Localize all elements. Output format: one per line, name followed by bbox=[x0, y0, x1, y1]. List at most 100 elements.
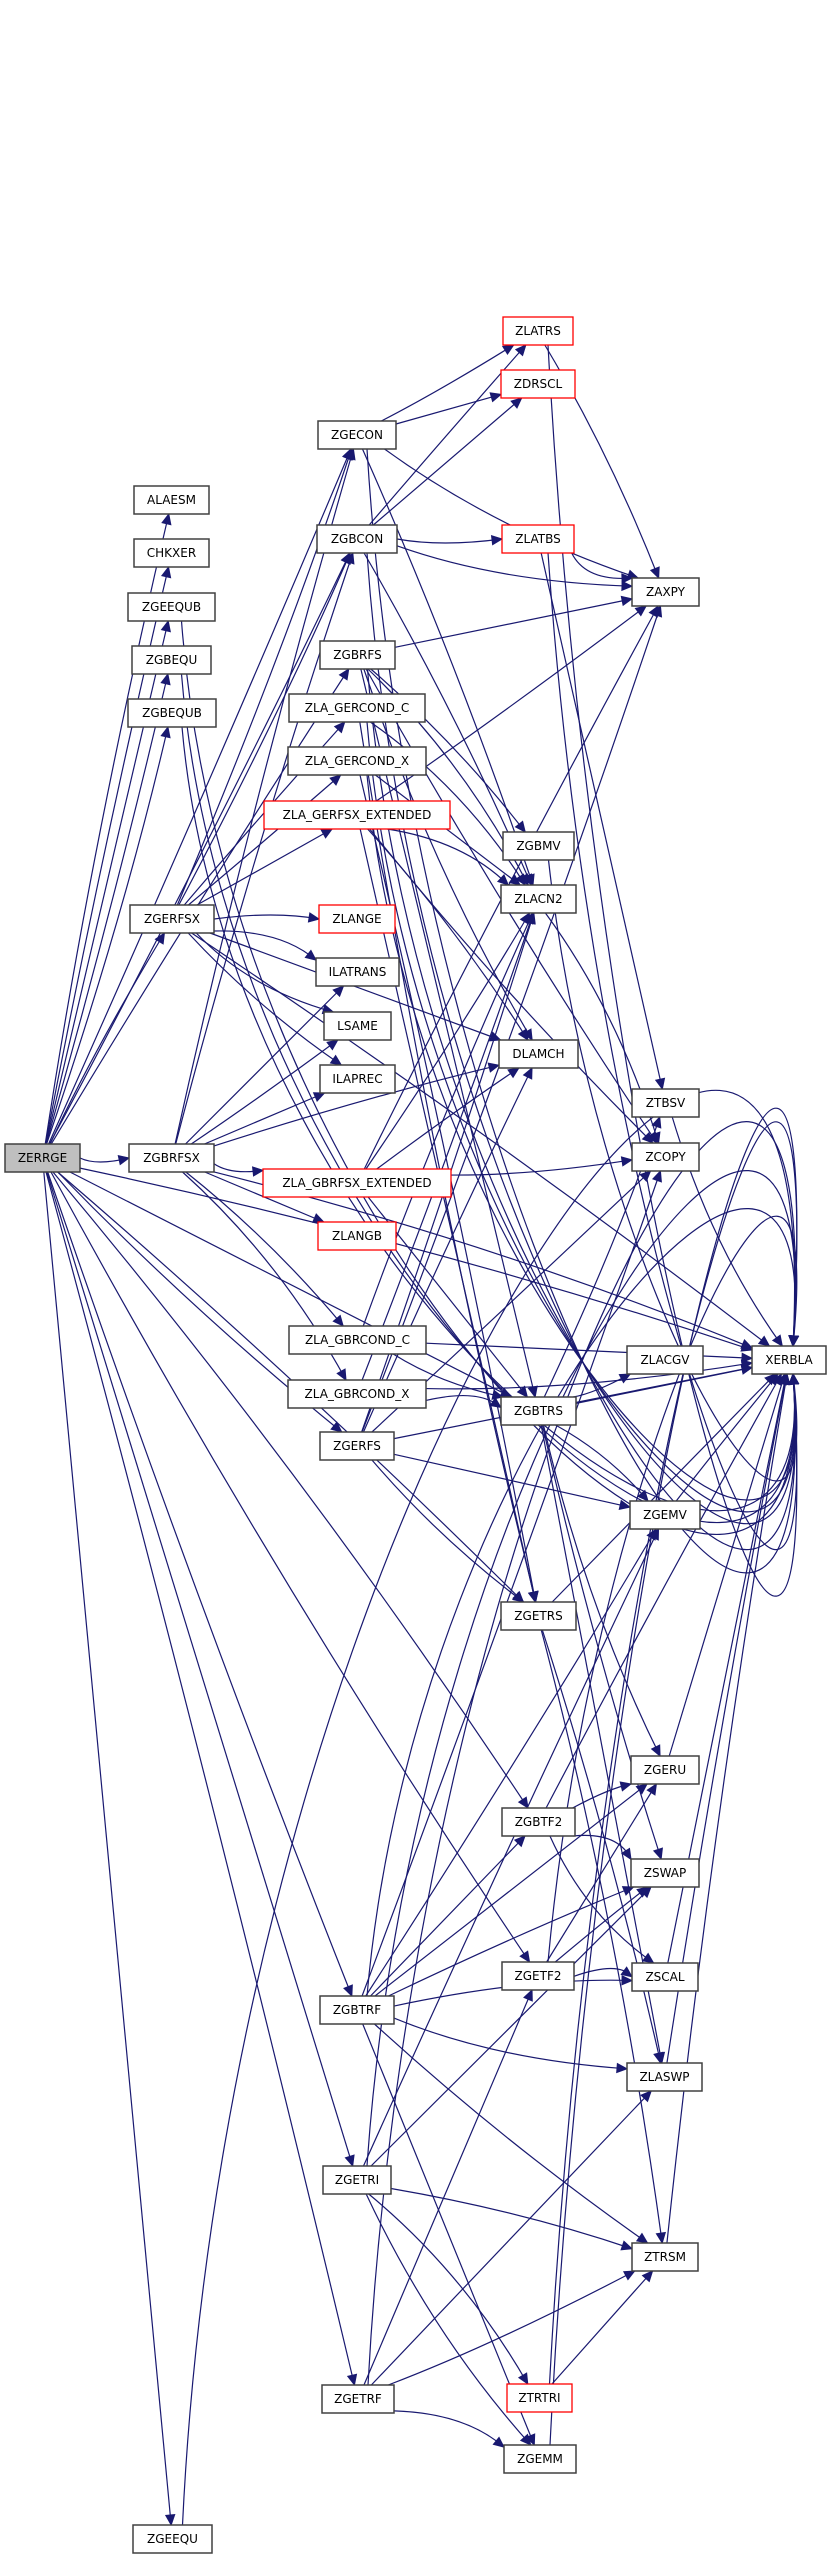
node-zgemv[interactable]: ZGEMV bbox=[629, 1500, 701, 1530]
node-box[interactable] bbox=[133, 485, 210, 515]
node-box[interactable] bbox=[631, 1088, 700, 1118]
node-zswap[interactable]: ZSWAP bbox=[630, 1858, 700, 1888]
node-zgemm[interactable]: ZGEMM bbox=[503, 2444, 577, 2474]
node-box[interactable] bbox=[626, 1345, 704, 1375]
node-zla-gbrcond-c[interactable]: ZLA_GBRCOND_C bbox=[288, 1325, 427, 1355]
node-box[interactable] bbox=[287, 746, 427, 776]
node-zgeru[interactable]: ZGERU bbox=[630, 1755, 700, 1785]
node-zgecon[interactable]: ZGECON bbox=[317, 420, 397, 450]
node-zgeequ[interactable]: ZGEEQU bbox=[132, 2524, 213, 2554]
node-zlange[interactable]: ZLANGE bbox=[318, 904, 396, 934]
node-box[interactable] bbox=[751, 1345, 827, 1375]
node-box[interactable] bbox=[626, 2062, 703, 2092]
node-box[interactable] bbox=[503, 2444, 577, 2474]
node-zgbrfsx[interactable]: ZGBRFSX bbox=[128, 1143, 215, 1173]
node-zgetrs[interactable]: ZGETRS bbox=[500, 1601, 577, 1631]
node-ilaprec[interactable]: ILAPREC bbox=[319, 1064, 396, 1094]
node-box[interactable] bbox=[133, 538, 210, 568]
node-box[interactable] bbox=[128, 1143, 215, 1173]
node-zcopy[interactable]: ZCOPY bbox=[631, 1142, 700, 1172]
node-box[interactable] bbox=[323, 1011, 392, 1041]
node-box[interactable] bbox=[506, 2383, 573, 2413]
node-box[interactable] bbox=[131, 645, 212, 675]
node-xerbla[interactable]: XERBLA bbox=[751, 1345, 827, 1375]
node-zscal[interactable]: ZSCAL bbox=[631, 1962, 699, 1992]
node-zaxpy[interactable]: ZAXPY bbox=[631, 577, 700, 607]
node-box[interactable] bbox=[630, 1858, 700, 1888]
node-box[interactable] bbox=[500, 1396, 577, 1426]
node-box[interactable] bbox=[500, 884, 577, 914]
node-zlacgv[interactable]: ZLACGV bbox=[626, 1345, 704, 1375]
node-zgeequb[interactable]: ZGEEQUB bbox=[127, 592, 216, 622]
node-box[interactable] bbox=[631, 2242, 699, 2272]
node-box[interactable] bbox=[502, 831, 575, 861]
node-zlangb[interactable]: ZLANGB bbox=[317, 1221, 397, 1251]
node-zla-gbrfsx-extended[interactable]: ZLA_GBRFSX_EXTENDED bbox=[262, 1168, 452, 1198]
node-zgbcon[interactable]: ZGBCON bbox=[316, 524, 398, 554]
node-box[interactable] bbox=[500, 369, 576, 399]
node-box[interactable] bbox=[132, 2524, 213, 2554]
node-zla-gercond-x[interactable]: ZLA_GERCOND_X bbox=[287, 746, 427, 776]
node-box[interactable] bbox=[631, 577, 700, 607]
node-zgerfsx[interactable]: ZGERFSX bbox=[129, 904, 215, 934]
node-zdrscl[interactable]: ZDRSCL bbox=[500, 369, 576, 399]
node-zgetrf[interactable]: ZGETRF bbox=[321, 2384, 395, 2414]
node-alaesm[interactable]: ALAESM bbox=[133, 485, 210, 515]
node-box[interactable] bbox=[501, 1961, 575, 1991]
node-zgbequ[interactable]: ZGBEQU bbox=[131, 645, 212, 675]
node-ztrsm[interactable]: ZTRSM bbox=[631, 2242, 699, 2272]
node-zla-gbrcond-x[interactable]: ZLA_GBRCOND_X bbox=[287, 1379, 427, 1409]
node-zgbtrf[interactable]: ZGBTRF bbox=[319, 1995, 395, 2025]
node-zlatbs[interactable]: ZLATBS bbox=[501, 524, 575, 554]
node-ilatrans[interactable]: ILATRANS bbox=[315, 957, 400, 987]
node-box[interactable] bbox=[127, 592, 216, 622]
node-box[interactable] bbox=[317, 1221, 397, 1251]
node-zgbequb[interactable]: ZGBEQUB bbox=[127, 698, 217, 728]
arrowhead-icon bbox=[620, 1966, 633, 1978]
node-box[interactable] bbox=[287, 1379, 427, 1409]
node-box[interactable] bbox=[319, 1064, 396, 1094]
node-box[interactable] bbox=[317, 420, 397, 450]
node-box[interactable] bbox=[498, 1039, 579, 1069]
node-box[interactable] bbox=[501, 1807, 576, 1837]
node-zlacn2[interactable]: ZLACN2 bbox=[500, 884, 577, 914]
node-chkxer[interactable]: CHKXER bbox=[133, 538, 210, 568]
node-box[interactable] bbox=[629, 1500, 701, 1530]
node-box[interactable] bbox=[316, 524, 398, 554]
node-box[interactable] bbox=[263, 800, 451, 830]
node-box[interactable] bbox=[319, 1431, 395, 1461]
node-box[interactable] bbox=[502, 316, 574, 346]
node-ztbsv[interactable]: ZTBSV bbox=[631, 1088, 700, 1118]
node-zlaswp[interactable]: ZLASWP bbox=[626, 2062, 703, 2092]
node-zgbrfs[interactable]: ZGBRFS bbox=[319, 640, 396, 670]
node-box[interactable] bbox=[288, 693, 426, 723]
node-zla-gercond-c[interactable]: ZLA_GERCOND_C bbox=[288, 693, 426, 723]
node-box[interactable] bbox=[127, 698, 217, 728]
node-zgetf2[interactable]: ZGETF2 bbox=[501, 1961, 575, 1991]
node-zgetri[interactable]: ZGETRI bbox=[322, 2165, 392, 2195]
node-box[interactable] bbox=[500, 1601, 577, 1631]
node-zgerfs[interactable]: ZGERFS bbox=[319, 1431, 395, 1461]
node-box[interactable] bbox=[315, 957, 400, 987]
node-box[interactable] bbox=[318, 904, 396, 934]
node-box[interactable] bbox=[319, 640, 396, 670]
node-lsame[interactable]: LSAME bbox=[323, 1011, 392, 1041]
node-box[interactable] bbox=[262, 1168, 452, 1198]
node-box[interactable] bbox=[631, 1962, 699, 1992]
node-box[interactable] bbox=[501, 524, 575, 554]
node-zgbmv[interactable]: ZGBMV bbox=[502, 831, 575, 861]
node-box[interactable] bbox=[631, 1142, 700, 1172]
node-box[interactable] bbox=[288, 1325, 427, 1355]
node-zgbtrs[interactable]: ZGBTRS bbox=[500, 1396, 577, 1426]
node-box[interactable] bbox=[129, 904, 215, 934]
node-box[interactable] bbox=[321, 2384, 395, 2414]
node-dlamch[interactable]: DLAMCH bbox=[498, 1039, 579, 1069]
node-zlatrs[interactable]: ZLATRS bbox=[502, 316, 574, 346]
node-zla-gerfsx-extended[interactable]: ZLA_GERFSX_EXTENDED bbox=[263, 800, 451, 830]
node-ztrtri[interactable]: ZTRTRI bbox=[506, 2383, 573, 2413]
node-box[interactable] bbox=[322, 2165, 392, 2195]
node-box[interactable] bbox=[630, 1755, 700, 1785]
node-zgbtf2[interactable]: ZGBTF2 bbox=[501, 1807, 576, 1837]
node-box[interactable] bbox=[319, 1995, 395, 2025]
edge-zgbrfsx-to-ilatrans bbox=[185, 985, 344, 1145]
